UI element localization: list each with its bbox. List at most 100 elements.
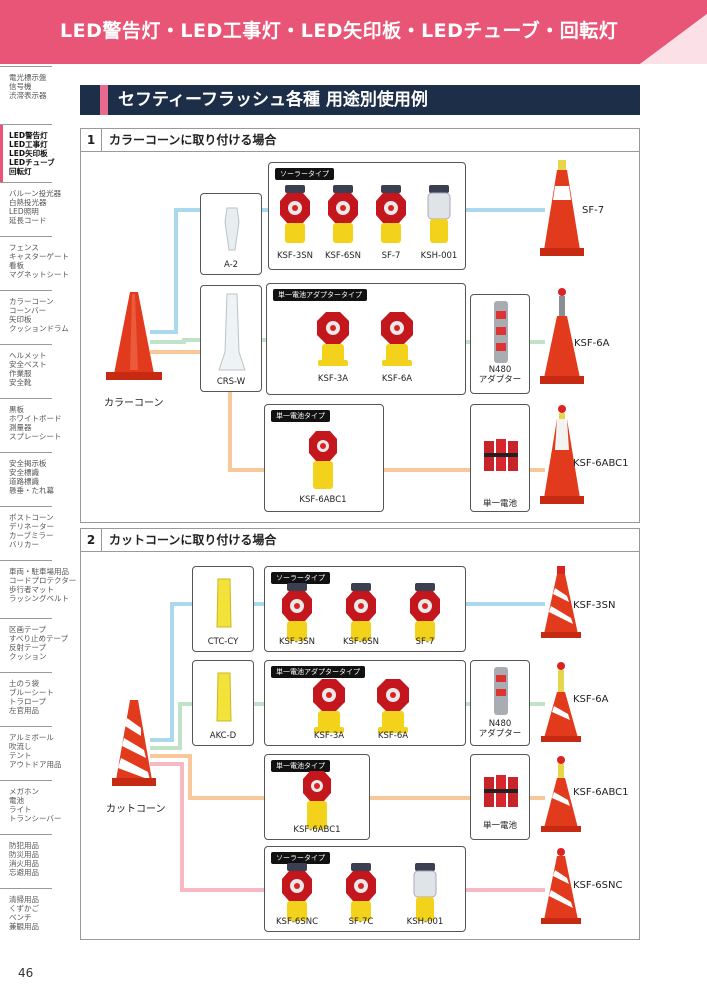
n480-adapter-label: N480 アダプター: [478, 365, 522, 385]
sidebar-index-line: フェンス: [9, 243, 39, 252]
result-cutcone-ksf3sn: [541, 566, 581, 638]
single-battery-type-box: 単一電池タイプ KSF-6ABC1: [264, 404, 384, 512]
sidebar-index-line: トランシーバー: [9, 814, 62, 823]
sidebar-index-line: LED工事灯: [9, 140, 48, 149]
product-image: [280, 185, 310, 243]
sidebar-index-line: ラッシングベルト: [9, 594, 69, 603]
sidebar-index-line: くずかご: [9, 904, 39, 913]
sidebar-index-line: コーンバー: [9, 306, 47, 315]
sidebar-index-line: デリネーター: [9, 522, 54, 531]
sidebar-index-line: 懸垂・たれ幕: [9, 486, 54, 495]
product-label: SF-7: [415, 637, 435, 647]
sidebar-index-line: LED警告灯: [9, 131, 48, 140]
product-image: [282, 863, 312, 921]
result-cone-ksf6abc1: [540, 405, 584, 504]
sidebar-index-line: ヘルメット: [9, 351, 47, 360]
sidebar-index-line: トラロープ: [9, 697, 47, 706]
sidebar-index-item: 防犯用品防災用品消火用品忘避用品: [0, 834, 52, 888]
single-battery-type-box-2: 単一電池タイプ KSF-6ABC1: [264, 754, 370, 840]
sidebar-index-line: カーブミラー: [9, 531, 54, 540]
sidebar-index-item: 黒板ホワイトボード測量器スプレーシート: [0, 398, 62, 452]
sidebar-index-line: 清掃用品: [9, 895, 39, 904]
product-label: SF-7C: [348, 917, 374, 927]
sidebar-index-line: 回転灯: [9, 167, 32, 176]
product-label: KSF-6SN: [324, 251, 362, 261]
panel2-header: 2 カットコーンに取り付ける場合: [80, 528, 640, 552]
color-cone-image: [106, 292, 162, 380]
battery-label: 単一電池: [482, 499, 517, 509]
product-image: [317, 312, 349, 366]
header-title: LED警告灯・LED工事灯・LED矢印板・LEDチューブ・回転灯: [60, 20, 619, 42]
sidebar-index-line: 道路標識: [9, 477, 39, 486]
adapter-label-crsw: CRS-W: [216, 377, 246, 387]
sidebar-index-line: 防災用品: [9, 850, 39, 859]
sidebar-index-line: 吹流し: [9, 742, 32, 751]
result-label-ksf6abc1: KSF-6ABC1: [573, 458, 629, 469]
sidebar-index-line: 看板: [9, 261, 24, 270]
product-label: KSF-6ABC1: [299, 495, 347, 505]
panel1-title: カラーコーンに取り付ける場合: [109, 133, 277, 147]
sidebar-index-line: 忘避用品: [9, 868, 39, 877]
sidebar-index-line: スプレーシート: [9, 432, 62, 441]
product-label: KSF-6A: [381, 374, 413, 384]
sidebar-index-item: カラーコーンコーンバー矢印板クッションドラム: [0, 290, 69, 344]
product-label: KSF-6SNC: [275, 917, 319, 927]
panel1-header: 1 カラーコーンに取り付ける場合: [80, 128, 640, 152]
sidebar-index-line: 電光標示盤: [9, 73, 47, 82]
adapter-ctccy-image: [216, 578, 232, 628]
result-cone-ksf6a: [540, 288, 584, 384]
sidebar-index-item: 清掃用品くずかごベンチ兼観用品: [0, 888, 52, 942]
adapter-box-akcd: AKC-D: [192, 660, 254, 746]
result-label-ksf6snc: KSF-6SNC: [573, 880, 623, 891]
sidebar-index-line: 安全ベスト: [9, 360, 47, 369]
result-label-ksf6a: KSF-6A: [574, 338, 610, 349]
result-label-ksf3sn: KSF-3SN: [573, 600, 616, 611]
sidebar-index-line: 土のう袋: [9, 679, 39, 688]
title-accent: [100, 85, 108, 115]
adapter-box-a2: A-2: [200, 193, 262, 275]
product-image: [313, 679, 345, 733]
panel2-number: 2: [81, 529, 102, 551]
sidebar-index-line: クッションドラム: [9, 324, 69, 333]
sidebar-index-line: 信号機: [9, 82, 32, 91]
panel2-title: カットコーンに取り付ける場合: [109, 533, 277, 547]
product-label: KSF-3A: [317, 374, 349, 384]
sidebar-index-line: 黒板: [9, 405, 24, 414]
solar-type-tag-2: ソーラータイプ: [271, 572, 330, 584]
product-label: KSF-3SN: [276, 251, 314, 261]
battery-adapter-type-tag-2: 単一電池アダプタータイプ: [271, 666, 365, 678]
result-cutcone-ksf6abc1: [541, 756, 581, 832]
sidebar-index-line: すべり止めテープ: [9, 634, 69, 643]
adapter-crsw-image: [218, 293, 246, 371]
battery-label-2: 単一電池: [482, 821, 517, 831]
n480-adapter-image-2: [494, 667, 508, 715]
single-battery-type-tag-2: 単一電池タイプ: [271, 760, 330, 772]
battery-image: [484, 439, 518, 471]
product-image: [328, 185, 358, 243]
sidebar-index-line: 電池: [9, 796, 24, 805]
product-label: KSF-6SN: [342, 637, 380, 647]
sidebar-index-line: LED照明: [9, 207, 39, 216]
product-label: KSF-6ABC1: [293, 825, 341, 835]
product-image: [410, 583, 440, 641]
sidebar-index-line: バリカー: [9, 540, 39, 549]
n480-adapter-box-2: N480 アダプター: [470, 660, 530, 746]
sidebar-index-line: カラーコーン: [9, 297, 54, 306]
product-image: [376, 185, 406, 243]
solar-type-tag: ソーラータイプ: [275, 168, 334, 180]
n480-adapter-box: N480 アダプター: [470, 294, 530, 394]
sidebar-index-line: コードプロテクター: [9, 576, 77, 585]
product-label: KSF-3A: [313, 731, 345, 741]
sidebar-index-item: 区画テープすべり止めテープ反射テープクッション: [0, 618, 69, 672]
solar-type-tag-3: ソーラータイプ: [271, 852, 330, 864]
sidebar-index-line: ポストコーン: [9, 513, 54, 522]
product-image: [413, 863, 437, 921]
product-image: [309, 431, 337, 489]
sidebar-index-line: バルーン投光器: [9, 189, 62, 198]
battery-box-2: 単一電池: [470, 754, 530, 840]
